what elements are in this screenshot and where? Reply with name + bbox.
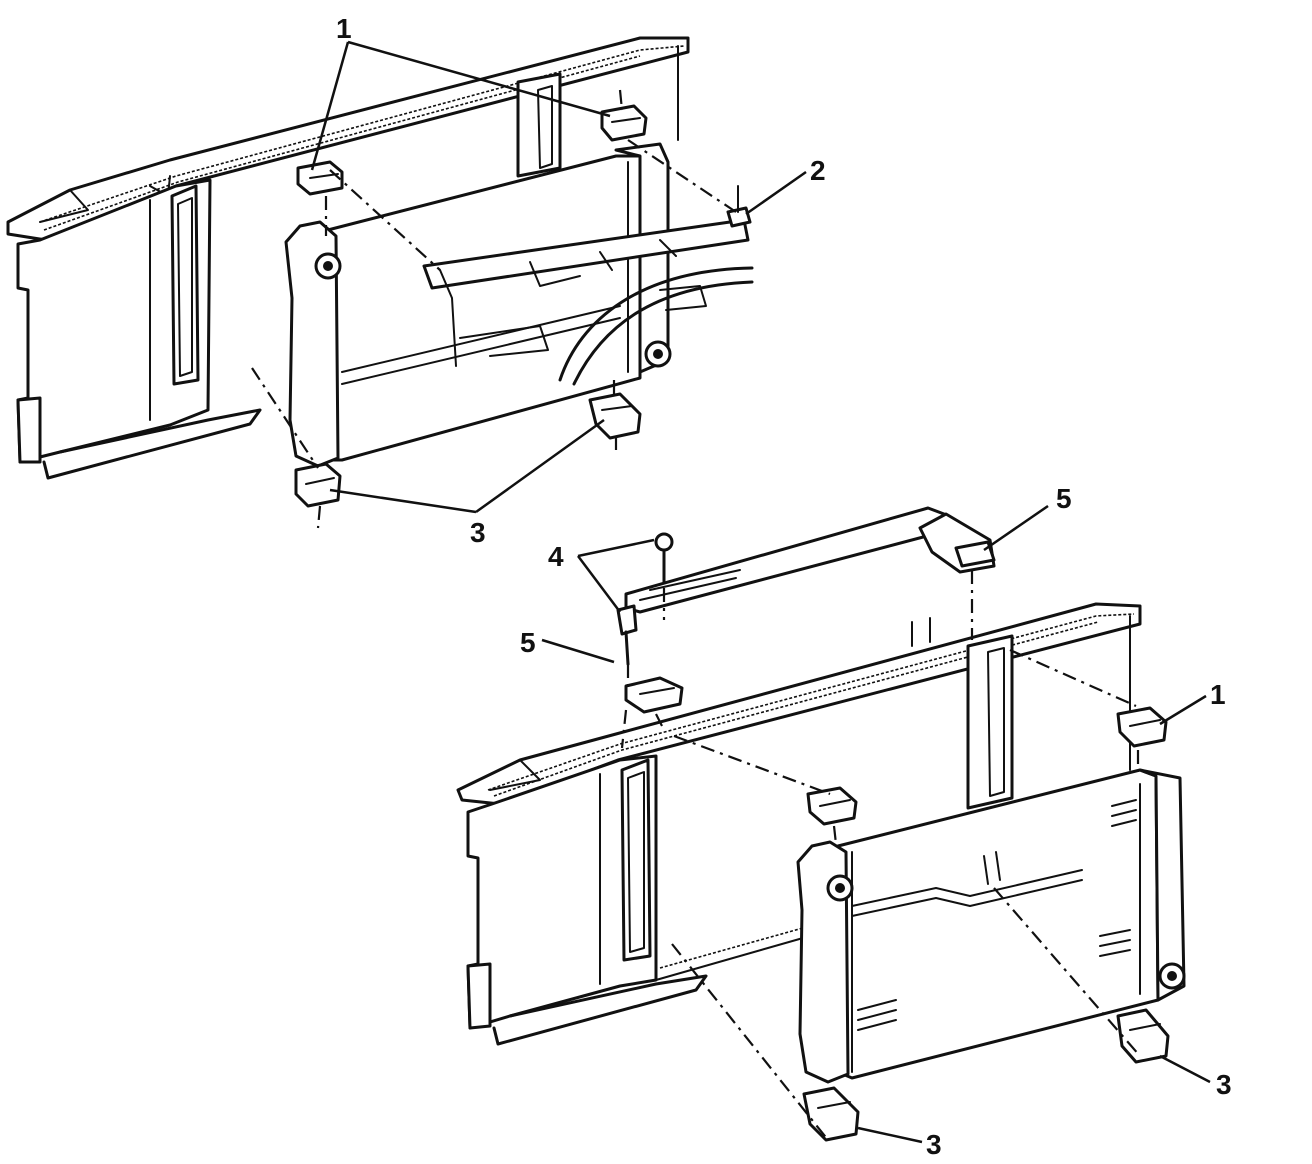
top-insulator-upper-right: [600, 104, 648, 142]
callout-bottom-4: 4: [548, 541, 564, 572]
top-assembly: 1 2 3: [6, 13, 826, 548]
bottom-upper-rail: [456, 602, 1142, 806]
bottom-insulator-lower-right: [1116, 1008, 1170, 1064]
callout-bottom-3-left: 3: [926, 1129, 942, 1160]
top-left-tank: [284, 220, 342, 468]
bottom-insulator-lower-left: [802, 1086, 860, 1142]
bottom-insulator-upper-left: [806, 786, 858, 826]
top-leader-lines: [310, 40, 807, 514]
top-insulator-lower-left: [294, 462, 342, 508]
callout-bottom-5-right: 5: [1056, 483, 1072, 514]
callout-top-3: 3: [470, 517, 486, 548]
bottom-leader-lines: [541, 504, 1211, 1144]
bottom-left-side-panel: [466, 754, 811, 1046]
bottom-bolt-lower: [616, 604, 638, 666]
bottom-right-tank: [1138, 768, 1186, 1002]
callout-bottom-1: 1: [1210, 679, 1226, 710]
top-alignment-lines: [251, 89, 737, 529]
callout-top-2: 2: [810, 155, 826, 186]
bottom-left-tank: [796, 840, 854, 1084]
bottom-radiator-core: [836, 768, 1160, 1080]
bottom-insulator-upper-right: [1116, 706, 1168, 748]
bottom-back-post: [911, 615, 1131, 810]
top-insulator-upper-left: [296, 160, 344, 196]
top-right-tank: [614, 142, 672, 374]
top-fastener-2: [726, 185, 752, 228]
top-fan-shroud-bracket: [422, 218, 754, 386]
callout-bottom-3-right: 3: [1216, 1069, 1232, 1100]
top-radiator-core: [318, 154, 642, 462]
callout-top-1: 1: [336, 13, 352, 44]
bottom-bolt-upper: [654, 532, 674, 584]
top-left-side-panel: [16, 178, 262, 480]
top-insulator-lower-right: [588, 392, 642, 440]
bottom-alignment-lines: [620, 570, 1141, 1141]
bottom-assembly: 4 5 5 1 3 3: [456, 483, 1232, 1160]
callout-bottom-5-left: 5: [520, 627, 536, 658]
